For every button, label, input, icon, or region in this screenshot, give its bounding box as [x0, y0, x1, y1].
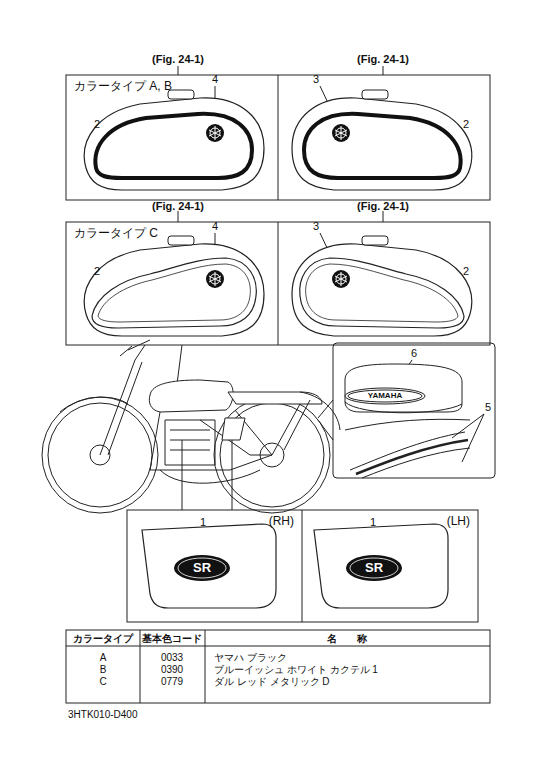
view-panel: (Fig. 24-1)カラータイプ C [66, 222, 278, 345]
side-cover [142, 524, 448, 608]
figure-reference: (Fig. 24-1) [357, 53, 409, 65]
drawing-code: 3HTK010-D400 [68, 709, 137, 720]
table-cell: C [99, 676, 106, 687]
emblem-text: SR [365, 561, 383, 575]
callout-number: 2 [463, 118, 469, 130]
color-table [66, 630, 490, 703]
emblem-text: YAMAHA [368, 392, 402, 401]
callout-number: 4 [212, 73, 218, 85]
view-panel: (Fig. 24-1)カラータイプ A, B [66, 75, 278, 200]
motorcycle [42, 340, 340, 513]
view-panel: (Fig. 24-1) [278, 222, 490, 345]
cover-panel: (LH) [302, 510, 478, 622]
callout-number: 2 [463, 265, 469, 277]
panel-frames [66, 75, 495, 622]
callout-number: 1 [370, 516, 376, 528]
side-label: (LH) [447, 515, 470, 528]
callout-number: 3 [313, 220, 319, 232]
cover-panel: (RH) [127, 510, 302, 622]
callout-number: 6 [411, 347, 417, 359]
figure-reference: (Fig. 24-1) [152, 200, 204, 212]
emblem-text: SR [193, 561, 211, 575]
table-cell: 0390 [161, 664, 183, 675]
figure-reference: (Fig. 24-1) [152, 53, 204, 65]
side-label: (RH) [269, 515, 294, 528]
callout-number: 2 [94, 265, 100, 277]
color-type-heading: カラータイプ A, B [74, 80, 172, 93]
table-header: カラータイプ [73, 633, 133, 644]
table-cell: ヤマハ ブラック [214, 652, 287, 663]
color-type-heading: カラータイプ C [74, 227, 158, 240]
table-cell: 0033 [161, 652, 183, 663]
table-cell: 0779 [161, 676, 183, 687]
callout-number: 5 [485, 401, 491, 413]
table-cell: A [100, 652, 107, 663]
figure-reference: (Fig. 24-1) [357, 200, 409, 212]
callout-number: 3 [313, 73, 319, 85]
view-panel: (Fig. 24-1) [278, 75, 490, 200]
callout-number: 4 [212, 220, 218, 232]
fuel-tank [84, 90, 471, 336]
callout-number: 2 [94, 118, 100, 130]
table-header: 基本色コード [142, 633, 202, 644]
table-header: 名 称 [327, 633, 367, 644]
tail-emblem [345, 364, 470, 478]
table-cell: B [100, 664, 107, 675]
table-cell: ブルーイッシュ ホワイト カクテル 1 [214, 664, 378, 675]
table-cell: ダル レッド メタリック D [214, 676, 330, 687]
callout-number: 1 [200, 516, 206, 528]
